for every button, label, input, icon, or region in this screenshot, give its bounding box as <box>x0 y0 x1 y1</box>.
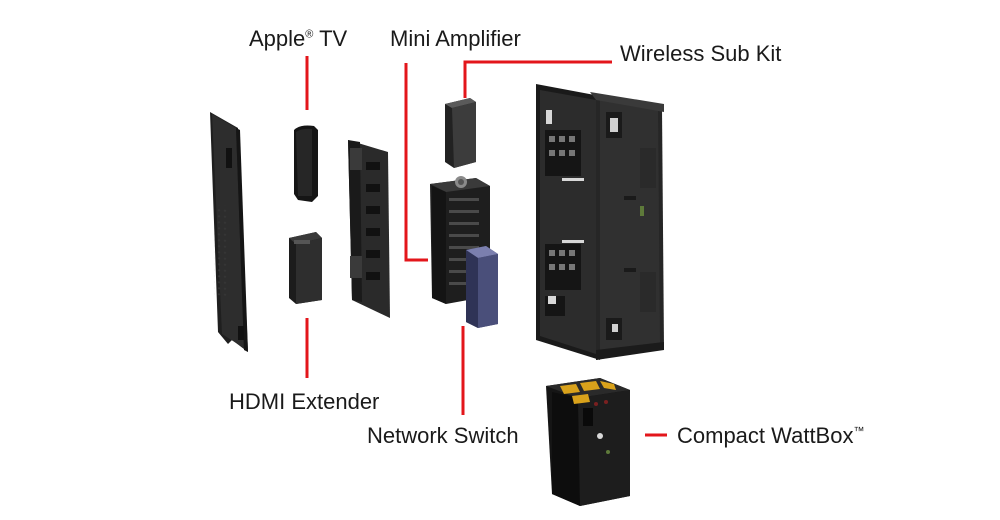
wireless-sub-kit-label: Wireless Sub Kit <box>620 41 782 66</box>
wireless-sub-kit-device <box>445 98 476 168</box>
compact-wattbox-label: Compact WattBox™ <box>677 425 864 447</box>
compact-wattbox-label-name: Compact WattBox <box>677 423 854 448</box>
cover-panel <box>210 112 248 352</box>
compact-wattbox-device <box>546 378 630 506</box>
network-switch-device <box>466 246 498 328</box>
apple-tv-label-name: Apple <box>249 26 306 51</box>
leader-mini-amplifier <box>404 63 428 262</box>
network-switch-label: Network Switch <box>367 423 519 448</box>
apple-tv-device <box>294 125 318 202</box>
in-wall-enclosure <box>536 84 664 360</box>
leader-wireless-sub-kit <box>463 60 612 98</box>
hdmi-extender-device <box>289 232 322 304</box>
trademark-mark: ™ <box>853 425 865 438</box>
registered-mark: ® <box>305 28 314 41</box>
leader-lines <box>305 56 667 437</box>
mounting-bracket <box>348 140 390 318</box>
apple-tv-label-suffix: TV <box>313 26 348 51</box>
hdmi-extender-label: HDMI Extender <box>229 389 380 414</box>
mini-amplifier-label: Mini Amplifier <box>390 26 521 51</box>
apple-tv-label: Apple® TV <box>249 28 347 50</box>
